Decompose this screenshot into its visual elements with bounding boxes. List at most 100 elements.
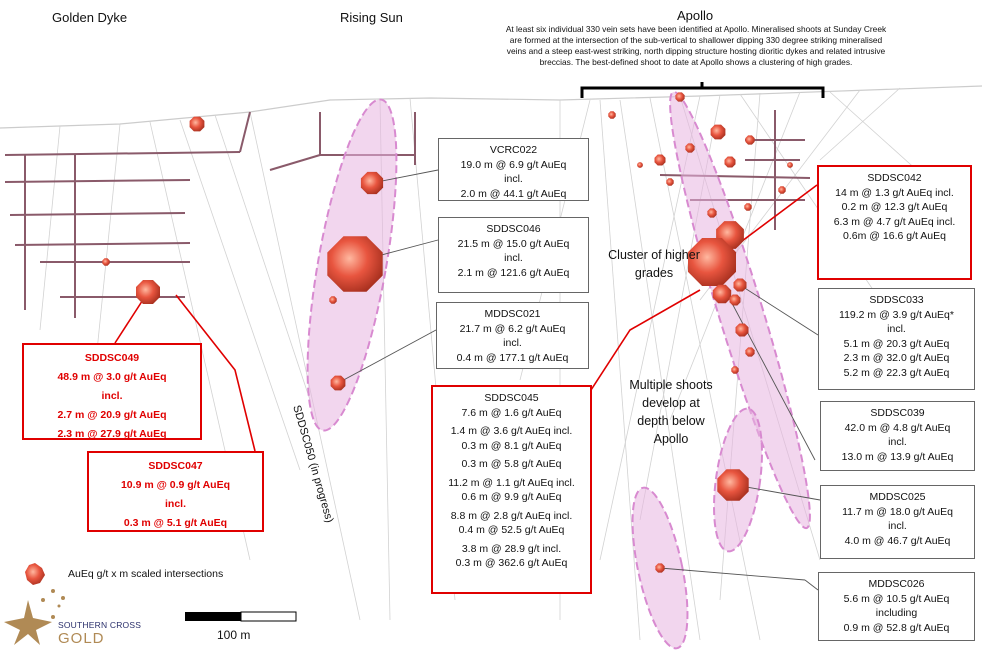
intercept-line: 13.0 m @ 13.9 g/t AuEq	[841, 450, 954, 463]
box-sddsc039: SDDSC039 42.0 m @ 4.8 g/t AuEq incl. 13.0 m…	[820, 401, 975, 471]
intersection-marker	[189, 116, 205, 132]
hole-id: SDDSC049	[84, 352, 140, 364]
legend-label: AuEq g/t x m scaled intersections	[68, 568, 224, 580]
leader-lines	[337, 169, 821, 591]
intercept-line: 0.2 m @ 12.3 g/t AuEq	[841, 201, 948, 213]
multiple-shoots-annotation: Multiple shoots develop at depth below A…	[629, 378, 713, 446]
intersection-marker	[666, 178, 674, 186]
title-rising-sun: Rising Sun	[340, 10, 403, 25]
logo-text-line1: SOUTHERN CROSS	[58, 620, 142, 630]
intersection-marker	[688, 238, 736, 286]
intersection-marker	[330, 375, 346, 391]
intercept-line: incl.	[503, 337, 522, 349]
scale-bar-white	[240, 611, 297, 622]
hole-id: MDDSC026	[868, 578, 925, 590]
intercept-line: 5.1 m @ 20.3 g/t AuEq	[843, 337, 950, 350]
box-vcrc022: VCRC022 19.0 m @ 6.9 g/t AuEq incl. 2.0 m @…	[438, 138, 589, 201]
intersection-marker	[360, 171, 384, 195]
intercept-line: 7.6 m @ 1.6 g/t AuEq	[461, 406, 562, 419]
intersection-marker	[735, 323, 749, 337]
intersection-marker	[675, 92, 685, 102]
intercept-line: 0.3 m @ 5.1 g/t AuEq	[123, 517, 228, 529]
topography-line	[0, 85, 982, 129]
hole-id: SDDSC046	[486, 223, 541, 235]
scale-bar-label: 100 m	[217, 628, 251, 642]
intercept-line: 3.8 m @ 28.9 g/t incl.	[461, 542, 562, 555]
intercept-line: 6.3 m @ 4.7 g/t AuEq incl.	[833, 215, 956, 228]
intercept-line: 2.7 m @ 20.9 g/t AuEq	[57, 409, 167, 421]
intersection-marker	[654, 154, 666, 166]
intercept-line: incl.	[504, 173, 523, 185]
intercept-line: 0.4 m @ 52.5 g/t AuEq	[458, 524, 565, 536]
intercept-line: 48.9 m @ 3.0 g/t AuEq	[57, 371, 167, 383]
intersection-marker	[136, 280, 160, 304]
scale-bar-black	[185, 612, 241, 621]
title-golden-dyke: Golden Dyke	[52, 10, 128, 25]
underground-workings	[4, 110, 811, 318]
intercept-line: 0.6 m @ 9.9 g/t AuEq	[461, 491, 562, 503]
intersection-marker	[724, 156, 736, 168]
intercept-line: 2.1 m @ 121.6 g/t AuEq	[457, 266, 570, 279]
intercept-line: incl.	[888, 436, 907, 448]
intercept-line: incl.	[887, 323, 906, 335]
apollo-description: At least six individual 330 vein sets ha…	[505, 24, 887, 67]
intercept-line: 4.0 m @ 46.7 g/t AuEq	[844, 534, 951, 547]
intercept-line: 2.3 m @ 27.9 g/t AuEq	[57, 428, 167, 440]
intercept-line: 1.4 m @ 3.6 g/t AuEq incl.	[450, 425, 573, 437]
hole-id: SDDSC039	[870, 407, 925, 419]
intercept-line: 0.3 m @ 5.8 g/t AuEq	[461, 458, 562, 470]
intersection-marker	[729, 294, 741, 306]
hole-id: VCRC022	[489, 144, 538, 156]
intercept-line: 42.0 m @ 4.8 g/t AuEq	[844, 421, 951, 434]
intercept-line: 14 m @ 1.3 g/t AuEq incl.	[835, 186, 954, 199]
intersection-marker	[327, 236, 383, 292]
intersection-marker	[655, 563, 665, 573]
intercept-line: 21.7 m @ 6.2 g/t AuEq	[459, 322, 566, 335]
intersection-marker	[731, 366, 739, 374]
cluster-annotation: Cluster of higher grades	[608, 248, 700, 280]
intercept-line: 0.3 m @ 362.6 g/t AuEq	[455, 557, 568, 569]
intercept-line: 5.6 m @ 10.5 g/t AuEq	[843, 592, 950, 605]
intersection-marker	[745, 135, 755, 145]
logo-text-line2: GOLD	[58, 630, 105, 647]
intersection-marker	[685, 143, 695, 153]
box-sddsc049: SDDSC049 48.9 m @ 3.0 g/t AuEq incl. 2.7 m …	[22, 343, 202, 440]
intercept-line: 19.0 m @ 6.9 g/t AuEq	[460, 158, 567, 171]
intersection-marker	[778, 186, 786, 194]
apollo-shoot	[669, 90, 811, 530]
intercept-line: 11.7 m @ 18.0 g/t AuEq	[842, 505, 953, 518]
legend-intersection-icon	[25, 563, 45, 585]
intercept-line: including	[875, 607, 918, 619]
intercept-line: incl.	[101, 390, 123, 402]
intersection-marker	[329, 296, 337, 304]
intercept-line: 2.0 m @ 44.1 g/t AuEq	[460, 187, 567, 200]
intercept-line: 119.2 m @ 3.9 g/t AuEq*	[839, 308, 954, 321]
intercept-line: 2.3 m @ 32.0 g/t AuEq	[843, 352, 950, 364]
intersection-marker	[712, 284, 732, 304]
intersection-marker	[637, 162, 643, 168]
intercept-line: incl.	[504, 252, 523, 264]
apollo-bracket	[580, 82, 825, 98]
intersection-marker	[787, 162, 793, 168]
intercept-line: 8.8 m @ 2.8 g/t AuEq incl.	[450, 509, 573, 522]
intersection-marker	[733, 278, 747, 292]
hole-id: SDDSC033	[869, 294, 924, 306]
hole-id: MDDSC025	[869, 491, 926, 503]
intercept-line: 11.2 m @ 1.1 g/t AuEq incl.	[448, 476, 575, 489]
intersection-marker	[744, 203, 752, 211]
box-sddsc033: SDDSC033 119.2 m @ 3.9 g/t AuEq* incl. 5.1 …	[818, 288, 975, 390]
red-leader-lines	[114, 184, 818, 452]
intersection-marker	[608, 111, 616, 119]
title-apollo: Apollo	[677, 8, 714, 23]
intersection-marker	[707, 208, 717, 218]
southern-cross-logo-icon	[4, 589, 65, 645]
intercept-line: 0.3 m @ 8.1 g/t AuEq	[461, 439, 562, 452]
